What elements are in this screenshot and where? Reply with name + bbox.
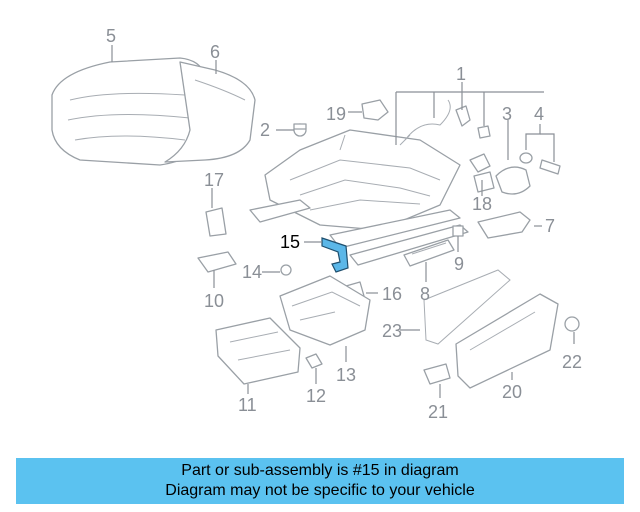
part-7-bracket xyxy=(477,211,531,239)
part-17-bracket xyxy=(205,207,227,237)
callout-3: 3 xyxy=(502,104,512,124)
part-23-wire-frame xyxy=(423,269,511,345)
callout-9: 9 xyxy=(454,254,464,274)
part-4-bolts xyxy=(519,152,561,175)
callout-15: 15 xyxy=(280,232,300,252)
part-11-drawer xyxy=(215,317,301,385)
part-10-cover xyxy=(197,251,237,273)
leader-lines xyxy=(111,45,575,398)
part-21-clip xyxy=(423,363,451,385)
callout-labels: 1 2 3 4 5 6 7 8 9 10 11 12 13 14 15 16 1… xyxy=(106,26,582,422)
callout-12: 12 xyxy=(306,386,326,406)
callout-6: 6 xyxy=(210,42,220,62)
callout-22: 22 xyxy=(562,352,582,372)
seat-frame xyxy=(249,129,469,266)
callout-19: 19 xyxy=(326,104,346,124)
callout-2: 2 xyxy=(260,120,270,140)
callout-7: 7 xyxy=(545,216,555,236)
part-12-clip xyxy=(305,353,323,369)
part-2-bolt xyxy=(293,123,307,137)
part-15-highlighted xyxy=(321,237,349,273)
callout-16: 16 xyxy=(382,284,402,304)
exploded-parts-diagram: 1 2 3 4 5 6 7 8 9 10 11 12 13 14 15 16 1… xyxy=(51,26,582,422)
callout-8: 8 xyxy=(420,284,430,304)
callout-20: 20 xyxy=(502,382,522,402)
part-13-tray xyxy=(279,275,371,346)
callout-11: 11 xyxy=(238,395,257,415)
callout-5: 5 xyxy=(106,26,116,46)
callout-10: 10 xyxy=(204,291,224,311)
part-3-motor xyxy=(495,166,531,195)
callout-23: 23 xyxy=(382,321,402,341)
banner-line-2: Diagram may not be specific to your vehi… xyxy=(165,482,475,499)
part-18-bracket xyxy=(473,171,495,193)
part-8-trim xyxy=(403,239,455,267)
callout-14: 14 xyxy=(242,262,262,282)
callout-18: 18 xyxy=(472,194,492,214)
banner-line-1: Part or sub-assembly is #15 in diagram xyxy=(181,462,459,479)
part-19-bracket xyxy=(361,99,389,121)
part-9-clip xyxy=(452,225,464,237)
callout-1: 1 xyxy=(456,64,466,84)
callout-17: 17 xyxy=(204,170,224,190)
part-22-knob xyxy=(564,316,580,332)
part-14-fastener xyxy=(280,264,292,276)
part-1-cable-set xyxy=(404,99,491,173)
callout-4: 4 xyxy=(534,104,544,124)
callout-21: 21 xyxy=(428,402,448,422)
part-6-cushion-cover xyxy=(164,61,256,163)
part-20-side-panel xyxy=(455,293,559,389)
info-banner: Part or sub-assembly is #15 in diagram D… xyxy=(16,458,624,504)
callout-13: 13 xyxy=(336,365,356,385)
